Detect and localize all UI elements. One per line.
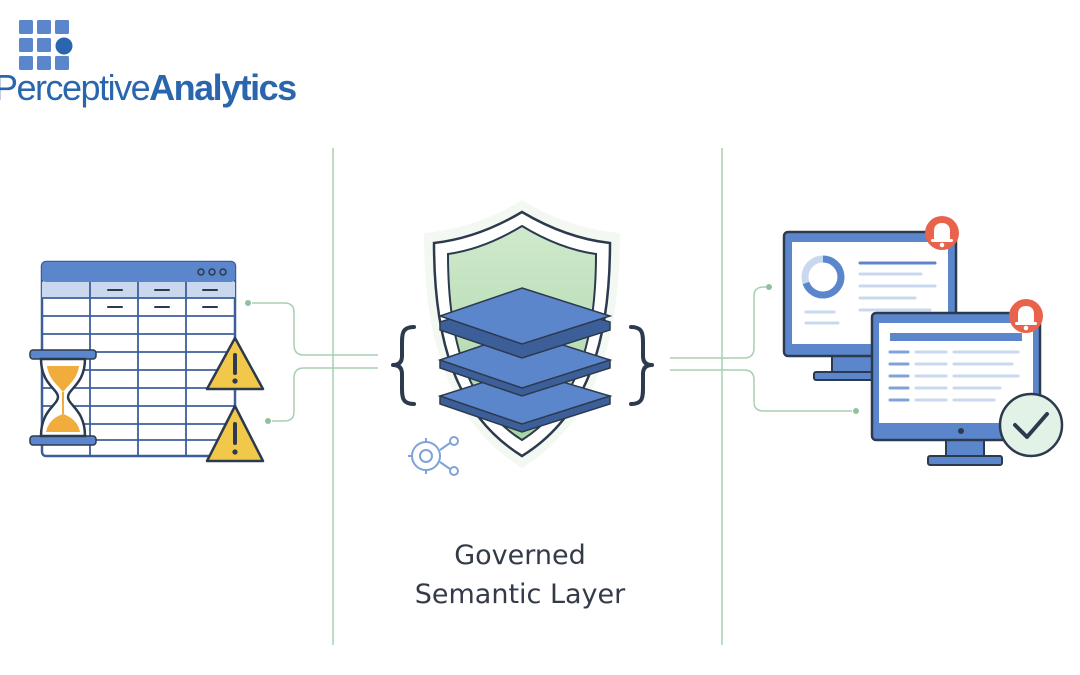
- bell-icon: [925, 216, 959, 250]
- logo-wordmark: PerceptiveAnalytics: [0, 67, 297, 108]
- connector-dot: [853, 408, 859, 414]
- logo-word-light: Perceptive: [0, 67, 151, 108]
- warning-icon: [205, 336, 265, 391]
- report-monitor-icon: [870, 311, 1042, 466]
- center-caption-line2: Semantic Layer: [414, 579, 626, 610]
- bell-icon: [1009, 299, 1043, 333]
- connector-dot: [265, 418, 271, 424]
- grid-logo-icon: [19, 20, 73, 70]
- spreadsheet-icon: [40, 260, 237, 458]
- right-connectors: [670, 286, 852, 412]
- warning-icon: [205, 404, 265, 463]
- left-connectors: [252, 302, 378, 422]
- network-node-icon: [408, 436, 459, 476]
- hourglass-icon: [29, 349, 97, 446]
- logo-word-bold: Analytics: [149, 67, 297, 108]
- connector-dot: [245, 300, 251, 306]
- stacked-layers-icon: [437, 287, 613, 433]
- connector-dot: [766, 284, 772, 290]
- center-caption-line1: Governed: [454, 540, 586, 571]
- check-circle-icon: [998, 392, 1064, 458]
- curly-braces-icon: [391, 325, 654, 406]
